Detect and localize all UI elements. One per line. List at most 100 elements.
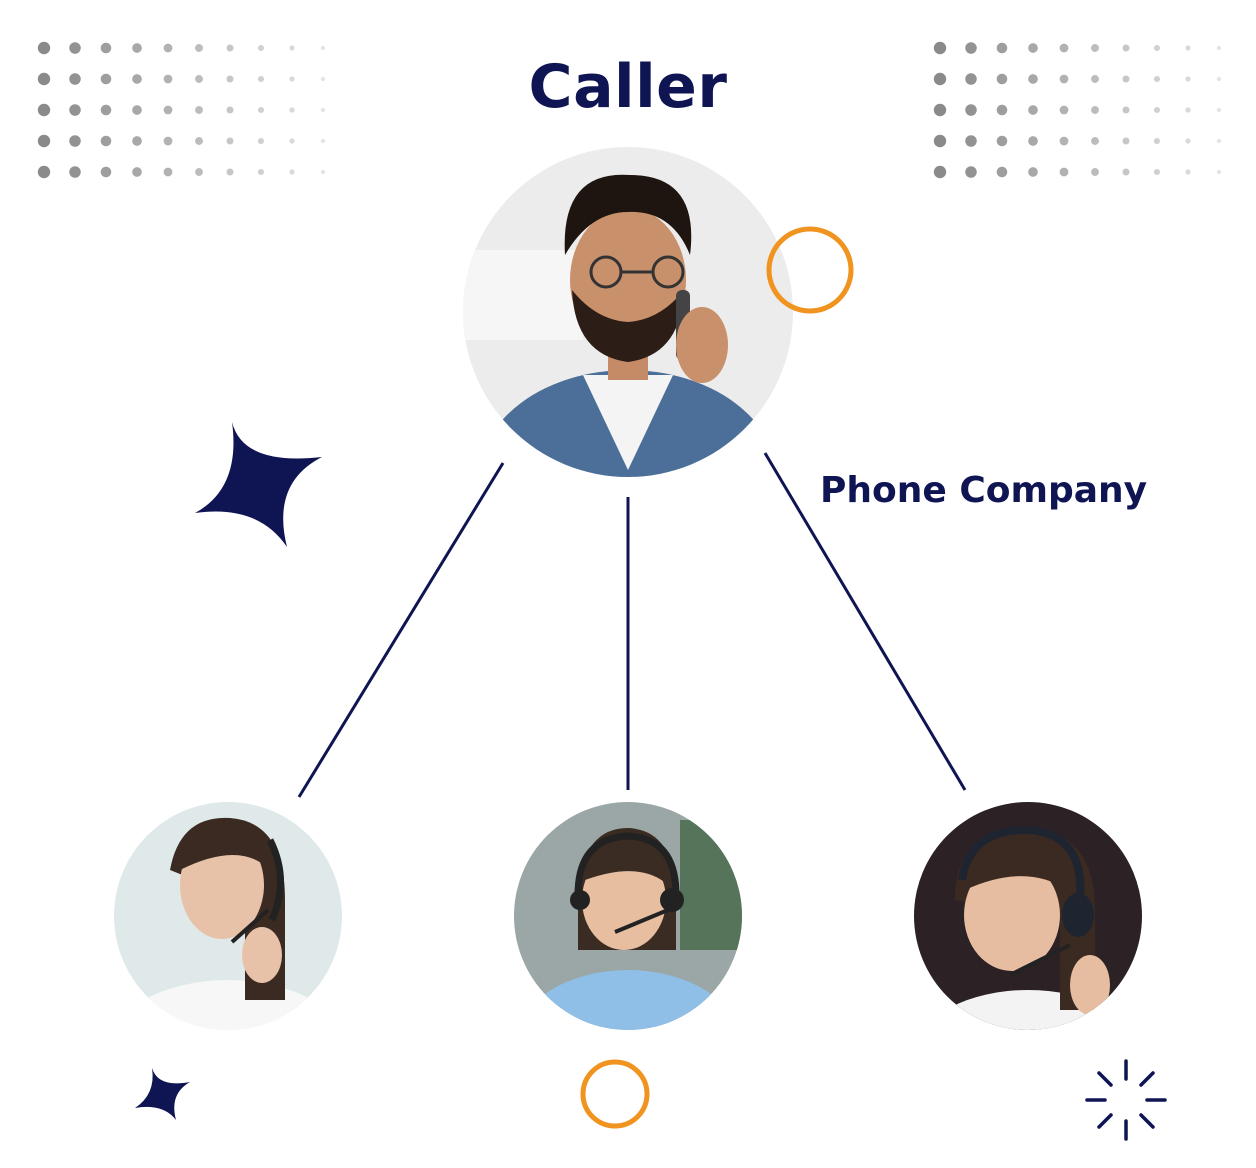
grid-dot bbox=[320, 76, 326, 82]
grid-dot bbox=[933, 134, 947, 148]
grid-dot bbox=[163, 43, 173, 53]
grid-dot bbox=[69, 135, 81, 147]
grid-dot bbox=[1091, 137, 1099, 145]
sparkle-small-icon bbox=[135, 1068, 190, 1120]
grid-dot bbox=[163, 136, 173, 146]
edge-caller-agent-right bbox=[763, 452, 967, 791]
grid-dot bbox=[1091, 168, 1099, 176]
grid-dot bbox=[257, 137, 265, 145]
grid-dot bbox=[996, 166, 1008, 178]
grid-dot bbox=[1185, 45, 1191, 51]
grid-dot bbox=[195, 137, 203, 145]
grid-dot bbox=[1216, 107, 1222, 113]
caller-node bbox=[463, 147, 793, 477]
grid-dot bbox=[1153, 75, 1161, 83]
grid-dot bbox=[226, 168, 234, 176]
grid-dot bbox=[1185, 107, 1191, 113]
grid-dot bbox=[1216, 45, 1222, 51]
grid-dot bbox=[195, 44, 203, 52]
grid-dot bbox=[132, 74, 142, 84]
grid-dot bbox=[100, 166, 112, 178]
agent-left-photo bbox=[114, 802, 342, 1030]
grid-dot bbox=[1091, 106, 1099, 114]
agent-right-node bbox=[914, 802, 1142, 1030]
grid-dot bbox=[132, 105, 142, 115]
grid-dot bbox=[100, 73, 112, 85]
grid-dot bbox=[132, 136, 142, 146]
grid-dot bbox=[69, 104, 81, 116]
grid-dot bbox=[965, 73, 977, 85]
grid-dot bbox=[1059, 74, 1069, 84]
grid-dot bbox=[37, 134, 51, 148]
grid-dot bbox=[195, 106, 203, 114]
grid-dot bbox=[37, 41, 51, 55]
grid-dot bbox=[1153, 106, 1161, 114]
grid-dot bbox=[132, 167, 142, 177]
grid-dot bbox=[226, 75, 234, 83]
grid-dot bbox=[1028, 74, 1038, 84]
grid-dot bbox=[1185, 76, 1191, 82]
agent-left-node bbox=[114, 802, 342, 1030]
grid-dot bbox=[1059, 167, 1069, 177]
grid-dot bbox=[37, 103, 51, 117]
grid-dot bbox=[1059, 105, 1069, 115]
grid-dot bbox=[37, 72, 51, 86]
grid-dot bbox=[933, 72, 947, 86]
grid-dot bbox=[132, 43, 142, 53]
grid-dot bbox=[289, 76, 295, 82]
grid-dot bbox=[226, 44, 234, 52]
grid-dot bbox=[226, 106, 234, 114]
grid-dot bbox=[69, 73, 81, 85]
edge-label-phone-company: Phone Company bbox=[820, 470, 1148, 511]
grid-dot bbox=[195, 168, 203, 176]
grid-dot bbox=[1122, 106, 1130, 114]
grid-dot bbox=[257, 75, 265, 83]
agent-right-photo bbox=[914, 802, 1142, 1030]
grid-dot bbox=[933, 41, 947, 55]
burst-icon bbox=[1085, 1059, 1167, 1141]
grid-dot bbox=[289, 107, 295, 113]
dot-grid-left bbox=[37, 41, 326, 179]
grid-dot bbox=[1122, 168, 1130, 176]
grid-dot bbox=[320, 138, 326, 144]
grid-dot bbox=[257, 44, 265, 52]
grid-dot bbox=[1028, 167, 1038, 177]
edge-caller-agent-left bbox=[297, 462, 505, 798]
grid-dot bbox=[996, 73, 1008, 85]
grid-dot bbox=[996, 135, 1008, 147]
grid-dot bbox=[1153, 137, 1161, 145]
diagram-title: Caller bbox=[528, 52, 728, 122]
grid-dot bbox=[257, 106, 265, 114]
grid-dot bbox=[320, 45, 326, 51]
grid-dot bbox=[965, 104, 977, 116]
grid-dot bbox=[1091, 75, 1099, 83]
grid-dot bbox=[996, 104, 1008, 116]
grid-dot bbox=[163, 105, 173, 115]
grid-dot bbox=[289, 138, 295, 144]
grid-dot bbox=[1216, 169, 1222, 175]
grid-dot bbox=[1028, 105, 1038, 115]
sparkle-large-icon bbox=[195, 422, 322, 547]
grid-dot bbox=[1216, 76, 1222, 82]
grid-dot bbox=[163, 74, 173, 84]
grid-dot bbox=[1153, 168, 1161, 176]
grid-dot bbox=[37, 165, 51, 179]
grid-dot bbox=[965, 166, 977, 178]
grid-dot bbox=[933, 103, 947, 117]
grid-dot bbox=[195, 75, 203, 83]
grid-dot bbox=[1122, 137, 1130, 145]
grid-dot bbox=[1028, 43, 1038, 53]
grid-dot bbox=[1185, 169, 1191, 175]
grid-dot bbox=[69, 166, 81, 178]
grid-dot bbox=[1122, 75, 1130, 83]
grid-dot bbox=[320, 169, 326, 175]
grid-dot bbox=[1185, 138, 1191, 144]
caller-photo bbox=[463, 147, 793, 477]
grid-dot bbox=[320, 107, 326, 113]
grid-dot bbox=[1028, 136, 1038, 146]
grid-dot bbox=[965, 135, 977, 147]
ring-bottom-decoration bbox=[580, 1059, 650, 1129]
grid-dot bbox=[1216, 138, 1222, 144]
grid-dot bbox=[163, 167, 173, 177]
